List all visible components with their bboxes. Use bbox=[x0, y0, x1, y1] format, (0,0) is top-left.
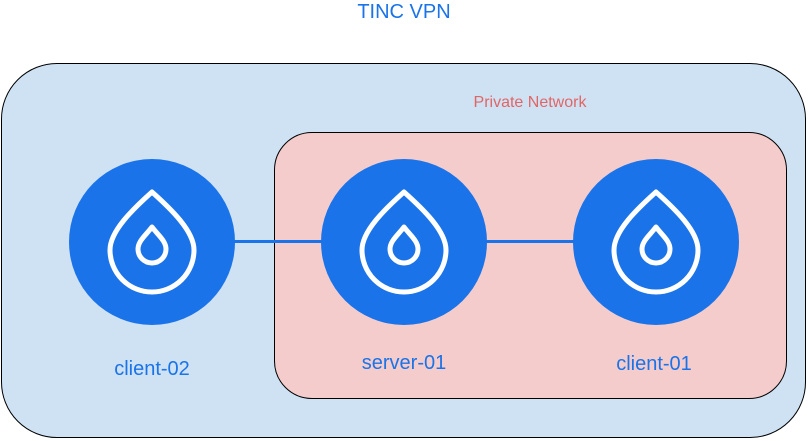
diagram-title: TINC VPN bbox=[357, 1, 451, 23]
node-client-02 bbox=[69, 159, 235, 325]
drop-icon bbox=[573, 159, 739, 325]
link-server-01-client-01 bbox=[486, 240, 576, 243]
private-network-label: Private Network bbox=[473, 94, 587, 111]
link-client-02-server-01 bbox=[234, 240, 324, 243]
node-label-server-01: server-01 bbox=[361, 352, 447, 374]
node-client-01 bbox=[573, 159, 739, 325]
node-label-client-02: client-02 bbox=[114, 358, 190, 380]
node-label-client-01: client-01 bbox=[616, 353, 692, 375]
node-server-01 bbox=[321, 159, 487, 325]
drop-icon bbox=[321, 159, 487, 325]
drop-icon bbox=[69, 159, 235, 325]
